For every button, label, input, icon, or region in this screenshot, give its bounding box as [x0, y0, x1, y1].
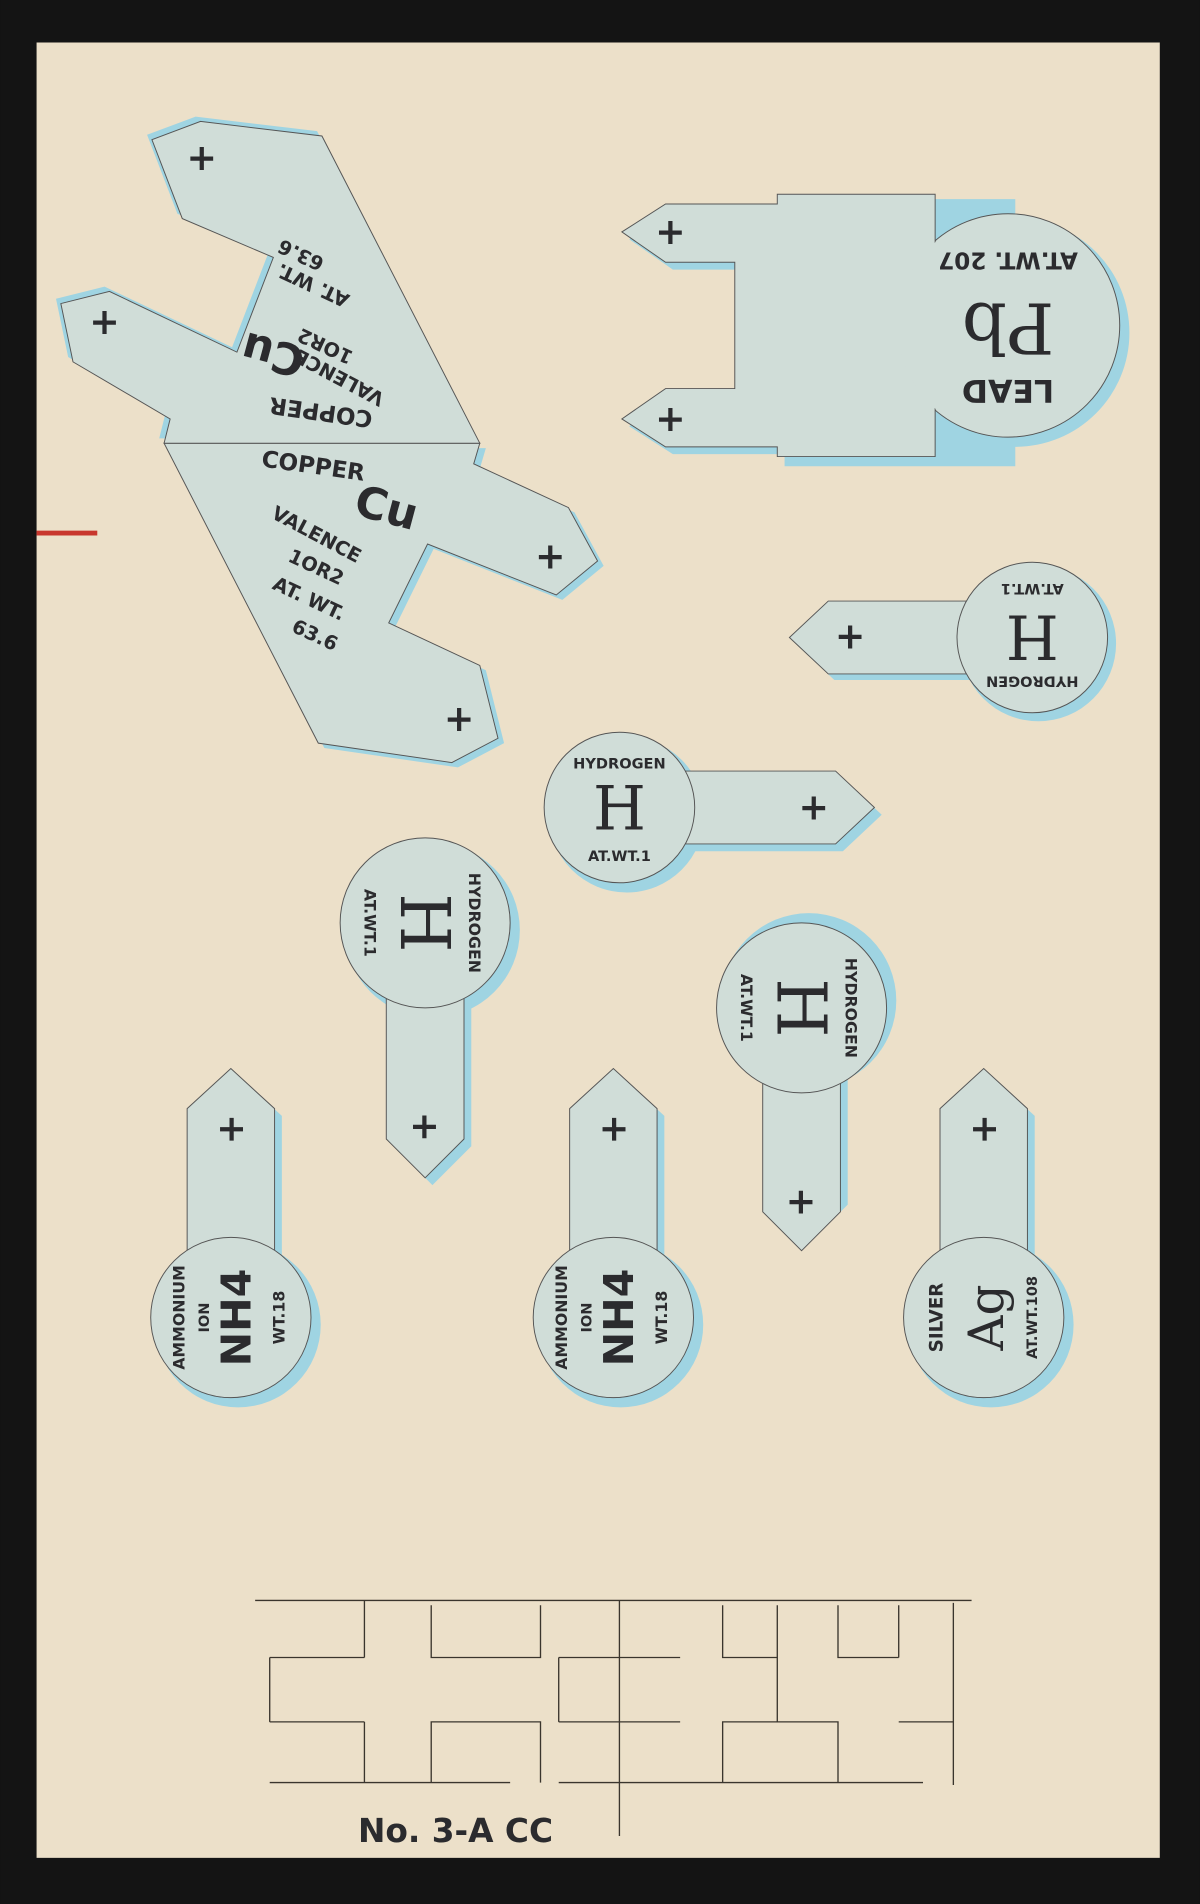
silver-name: SILVER [926, 1283, 947, 1353]
plus-icon: + [592, 1114, 635, 1145]
silver-symbol: Ag [959, 1284, 1015, 1351]
ammonium-weight: WT.18 [269, 1291, 288, 1345]
hydrogen-piece: HYDROGEN H AT.WT.1 + [716, 913, 897, 1252]
ammonium-piece: AMMONIUM ION NH4 WT.18 + [150, 1067, 321, 1408]
ammonium-name: AMMONIUM [170, 1265, 189, 1370]
hydrogen-name: HYDROGEN [573, 756, 666, 773]
plus-icon: + [209, 1114, 252, 1145]
ammonium-sub: ION [196, 1303, 213, 1333]
hydrogen-symbol: H [384, 893, 463, 952]
plus-icon: + [835, 616, 866, 659]
ammonium-symbol: NH4 [595, 1269, 643, 1367]
hydrogen-symbol: H [1006, 601, 1059, 671]
lead-name: LEAD [962, 372, 1054, 408]
silver-piece: SILVER Ag AT.WT.108 + [903, 1067, 1074, 1408]
plus-icon: + [798, 786, 829, 829]
red-mark [36, 530, 98, 536]
hydrogen-name: HYDROGEN [986, 672, 1079, 689]
ammonium-piece: AMMONIUM ION NH4 WT.18 + [532, 1067, 704, 1408]
ammonium-weight: WT.18 [652, 1291, 671, 1345]
hydrogen-weight: AT.WT.1 [737, 974, 756, 1042]
hydrogen-weight: AT.WT.1 [588, 848, 651, 865]
ammonium-name: AMMONIUM [552, 1265, 571, 1370]
card-label: No. 3-A CC [358, 1812, 553, 1850]
hydrogen-piece: HYDROGEN H AT.WT.1 + [788, 561, 1117, 722]
hydrogen-piece: HYDROGEN H AT.WT.1 + [339, 837, 520, 1186]
silver-weight: AT.WT.108 [1024, 1276, 1041, 1359]
plus-icon: + [89, 300, 120, 343]
hydrogen-name: HYDROGEN [841, 958, 860, 1058]
die-cut-lines [255, 1599, 972, 1836]
hydrogen-symbol: H [593, 774, 646, 844]
hydrogen-name: HYDROGEN [465, 873, 484, 973]
plus-icon: + [186, 136, 217, 179]
plus-icon: + [444, 697, 475, 740]
plus-icon: + [780, 1187, 823, 1218]
hydrogen-weight: AT.WT.1 [360, 889, 379, 957]
plus-icon: + [535, 534, 566, 577]
hydrogen-piece: HYDROGEN H AT.WT.1 + [543, 731, 882, 893]
ammonium-symbol: NH4 [212, 1269, 260, 1367]
ammonium-sub: ION [579, 1303, 596, 1333]
hydrogen-symbol: H [760, 978, 839, 1037]
lead-symbol: Pb [962, 287, 1054, 369]
lead-piece: LEAD Pb AT.WT. 207 + + [620, 193, 1130, 467]
plus-icon: + [404, 1112, 447, 1143]
plus-icon: + [962, 1114, 1005, 1145]
lead-weight: AT.WT. 207 [938, 247, 1078, 273]
copper-piece: COPPER Cu VALENCE 1OR2 AT. WT. 63.6 COPP… [56, 116, 604, 768]
plus-icon: + [655, 397, 686, 440]
hydrogen-weight: AT.WT.1 [1001, 580, 1064, 597]
plus-icon: + [655, 210, 686, 253]
